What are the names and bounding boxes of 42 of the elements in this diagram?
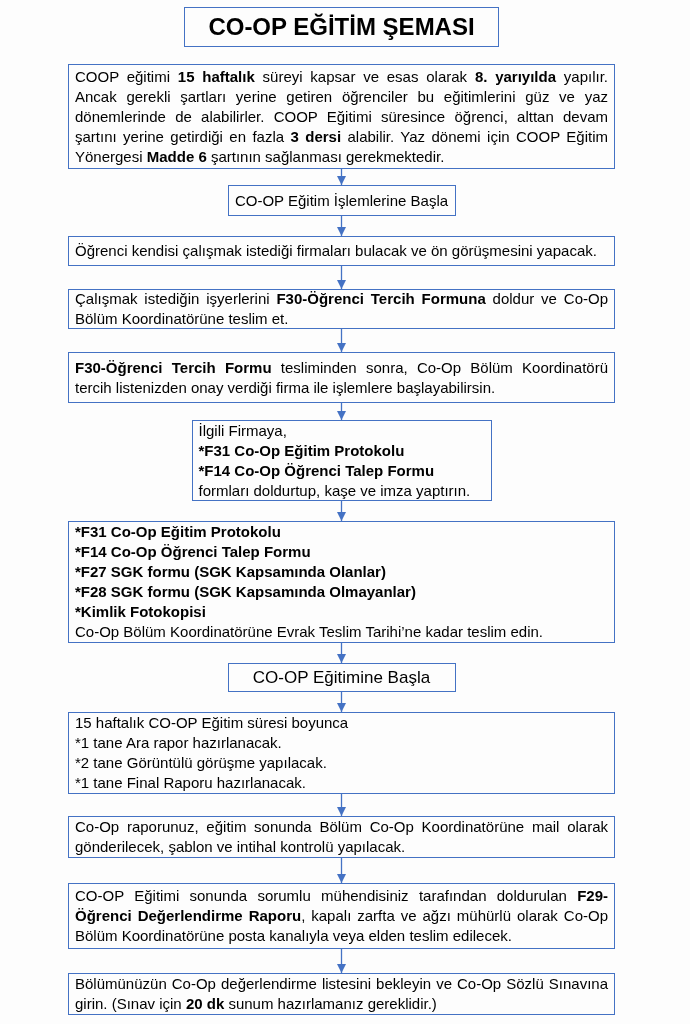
step-text: CO-OP Eğitimine Başla — [252, 667, 431, 688]
process-box — [68, 352, 615, 403]
list-item: *F14 Co-Op Öğrenci Talep Formu — [198, 460, 435, 481]
arrow — [337, 500, 346, 522]
list-item: *F27 SGK formu (SGK Kapsamında Olanlar) — [75, 562, 386, 582]
process-box — [68, 236, 615, 266]
list-item: Co-Op Bölüm Koordinatörüne Evrak Teslim Tarihi’ne kadar teslim edin. — [75, 622, 543, 642]
list-item: *Kimlik Fotokopisi — [75, 602, 206, 622]
arrow — [337, 328, 346, 353]
arrow — [337, 265, 346, 290]
step-text: CO-OP Eğitim İşlemlerine Başla — [234, 190, 449, 211]
process-box — [191, 420, 492, 501]
process-box — [68, 712, 615, 794]
arrow — [337, 168, 346, 186]
step-text: Öğrenci kendisi çalışmak istediği firmaları bulacak ve ön görüşmesini yapacak. — [75, 241, 597, 261]
arrow — [337, 793, 346, 817]
list-item: formları doldurtup, kaşe ve imza yaptırın. — [198, 480, 471, 501]
step-text: Bölümünüzün Co-Op değerlendirme listesini bekleyin ve Co-Op Sözlü Sınavına girin. (Sınav için 20 dk sunum hazırlamanız gereklidir.) — [75, 974, 608, 1014]
step-text: F30-Öğrenci Tercih Formu tesliminden sonra, Co-Op Bölüm Koordinatörü tercih listenizden onay verdiği firma ile işlemlere başlayabilirsin. — [75, 357, 608, 398]
list-item: *2 tane Görüntülü görüşme yapılacak. — [75, 753, 327, 773]
list-item: *1 tane Ara rapor hazırlanacak. — [75, 733, 282, 753]
arrow — [337, 642, 346, 664]
arrow — [337, 402, 346, 421]
step-text: 15 haftalık CO-OP Eğitim süresi boyunca — [75, 713, 349, 733]
step-text: *F31 Co-Op Eğitim Protokolu — [75, 522, 281, 542]
info-text: COOP eğitimi 15 haftalık süreyi kapsar ve esas olarak 8. yarıyılda yapılır. Ancak gerekli şartları yerine getiren öğrenciler bu eğitimlerini güz ve yaz dönemlerinde de alabilirler. COOP Eğitimi süresince öğrenci, alttan devam şartını yerine getirdiği en fazla 3 dersi alabilir. Yaz dönemi için COOP Eğitim Yönergesi Madde 6 şartının sağlanması gerekmektedir. — [75, 66, 608, 167]
list-item: *F28 SGK formu (SGK Kapsamında Olmayanlar) — [75, 582, 416, 602]
arrow — [337, 948, 346, 974]
process-box — [227, 185, 456, 216]
list-item: *F14 Co-Op Öğrenci Talep Formu — [75, 542, 311, 562]
list-item: *F31 Co-Op Eğitim Protokolu — [198, 440, 405, 461]
process-box — [227, 663, 456, 692]
step-text: İlgili Firmaya, — [198, 420, 287, 441]
arrow — [337, 857, 346, 884]
step-text: Çalışmak istediğin işyerlerini F30-Öğrenci Tercih Formuna doldur ve Co-Op Bölüm Koordinatörüne teslim et. — [75, 289, 608, 329]
process-box — [68, 521, 615, 643]
step-text: Co-Op raporunuz, eğitim sonunda Bölüm Co-Op Koordinatörüne mail olarak gönderilecek, şablon ve intihal kontrolü yapılacak. — [75, 817, 608, 857]
arrow — [337, 215, 346, 237]
step-text: CO-OP Eğitimi sonunda sorumlu mühendisiniz tarafından doldurulan F29-Öğrenci Değerlendirme Raporu, kapalı zarfta ve ağzı mühürlü olarak Co-Op Bölüm Koordinatörüne posta kanalıyla veya elden teslim edilecek. — [75, 886, 608, 946]
arrow — [337, 691, 346, 713]
diagram-title: CO-OP EĞİTİM ŞEMASI — [184, 7, 499, 47]
list-item: *1 tane Final Raporu hazırlanacak. — [75, 773, 306, 793]
